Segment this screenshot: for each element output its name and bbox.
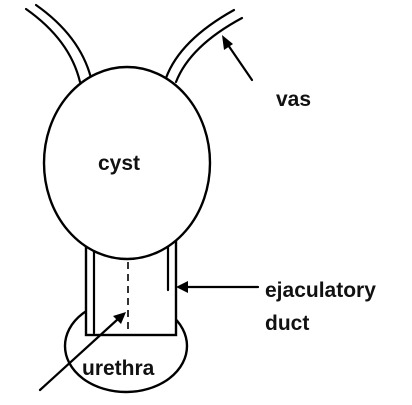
vas-label: vas: [276, 88, 311, 111]
vas-arrow: [222, 35, 252, 80]
ejaculatory-duct-arrow: [176, 281, 258, 293]
duct-label: duct: [265, 312, 309, 335]
urethra-label: urethra: [82, 357, 155, 380]
right-vas-tube: [166, 10, 242, 82]
cyst-label: cyst: [98, 152, 140, 175]
ejaculatory-label: ejaculatory: [265, 279, 376, 302]
left-vas-tube: [26, 5, 91, 82]
